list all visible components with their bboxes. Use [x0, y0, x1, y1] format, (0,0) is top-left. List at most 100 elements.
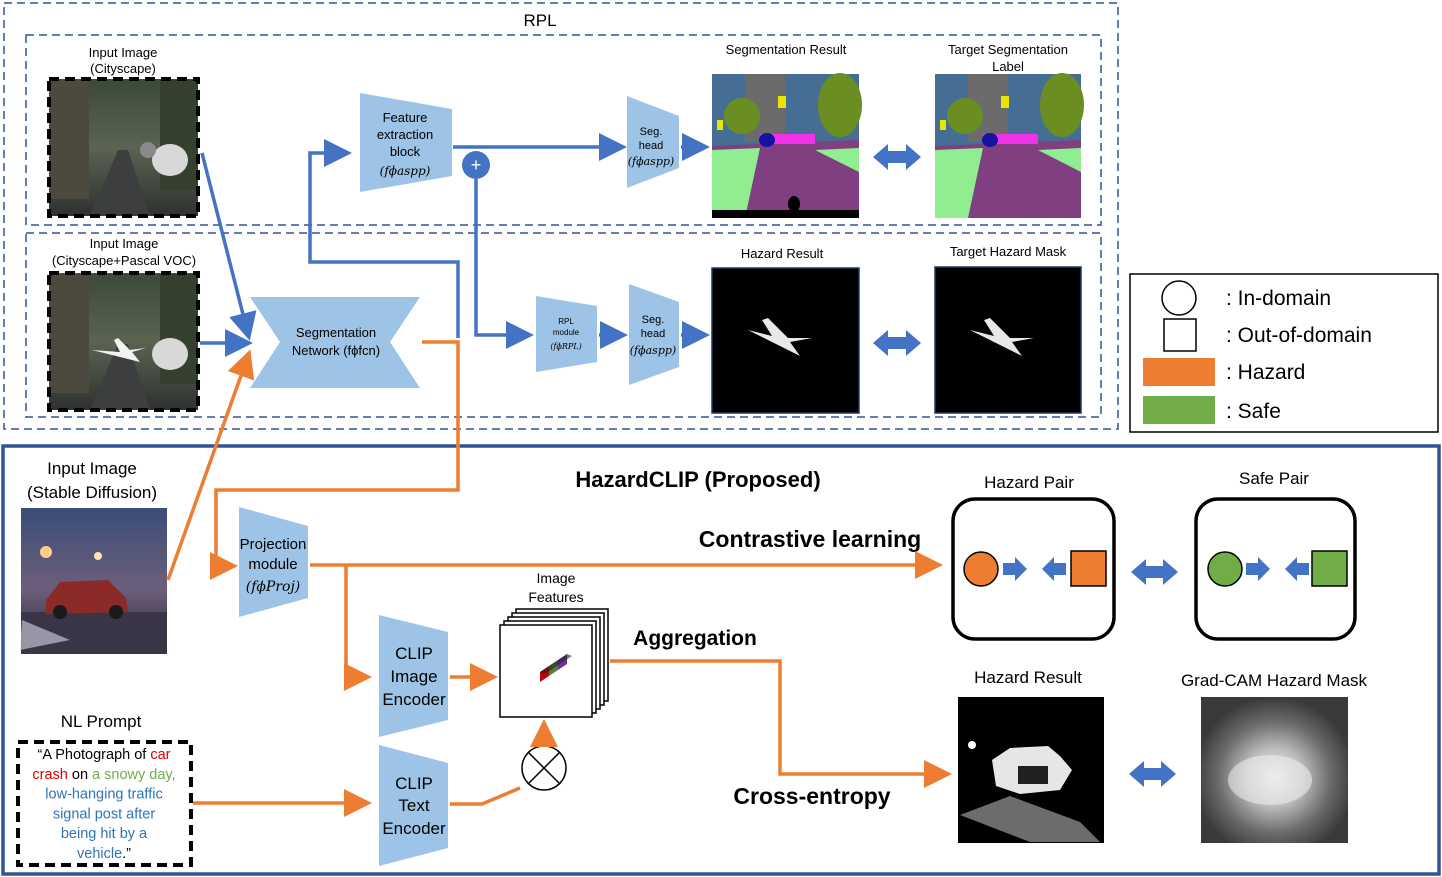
input-image-cityscape-voc: [47, 271, 200, 412]
target-hazard-mask-image: [934, 266, 1082, 414]
rpl-module: [536, 296, 597, 372]
safe-pair-square: [1311, 550, 1348, 587]
seg-head-top: [627, 96, 679, 188]
nl-prompt-segment: being hit by a: [61, 826, 148, 842]
input1-label-line2: (Cityscape): [90, 61, 156, 76]
segmentation-result-image: [712, 73, 862, 218]
input-image-cityscape: [47, 77, 200, 218]
legend: : In-domain : Out-of-domain : Hazard : S…: [1129, 273, 1439, 433]
nl-prompt-segment: crash: [32, 767, 67, 783]
image-features-line1: Image: [537, 570, 576, 586]
nl-prompt-segment: on: [68, 767, 92, 783]
nl-prompt-text: “A Photograph of car crash on a snowy day…: [32, 747, 175, 862]
rpl-module-line1: RPL: [558, 317, 574, 326]
nl-prompt-segment: car: [150, 747, 170, 763]
nl-prompt-segment: a snowy day,: [92, 767, 176, 783]
feature-block-line2: extraction: [377, 127, 433, 142]
compare-arrow-hazard: [873, 330, 921, 356]
seg-head-bottom-line2: head: [641, 328, 665, 340]
gradcam-hazard-mask-image: [1201, 697, 1348, 843]
hazardclip-section: HazardCLIP (Proposed) Input Image (Stabl…: [1, 340, 1441, 876]
nl-prompt-segment: signal post after: [53, 806, 156, 822]
input-image-stable-diffusion: [20, 508, 167, 654]
clip-image-line2: Image: [390, 667, 437, 686]
legend-circle-icon: [1161, 280, 1197, 316]
legend-hazard-label: : Hazard: [1226, 361, 1305, 384]
rpl-section: RPL Input Image (Cityscape) Input Image …: [3, 2, 1119, 430]
safe-pair-arrow-right: [1246, 557, 1270, 581]
hazard-pair-arrow-left: [1042, 557, 1066, 581]
clip-image-line1: CLIP: [395, 644, 433, 663]
legend-safe-label: : Safe: [1226, 400, 1281, 423]
nl-prompt-segment: .”: [122, 846, 131, 862]
seg-head-bottom-line3: (fϕaspp): [630, 344, 676, 357]
compare-arrow-seg: [873, 144, 921, 170]
hazard-pair-arrow-right: [1003, 557, 1027, 581]
result-compare-arrow: [1129, 761, 1176, 787]
hazard-pair-label: Hazard Pair: [984, 473, 1074, 492]
projection-line3: (fϕProj): [246, 579, 301, 595]
nl-prompt-label: NL Prompt: [61, 712, 142, 731]
rpl-bottom-frame: [25, 232, 1102, 418]
aggregation-label: Aggregation: [633, 627, 757, 650]
projection-line2: module: [248, 556, 297, 573]
rpl-outer-frame: [3, 2, 1119, 430]
hazard-pair-box: [951, 497, 1116, 641]
nl-prompt-line: vehicle.”: [77, 846, 131, 862]
safe-pair-arrow-left: [1285, 557, 1309, 581]
contrastive-label: Contrastive learning: [699, 526, 921, 552]
hazardclip-orange-connections: [166, 340, 952, 817]
sd-input-label-line1: Input Image: [47, 459, 137, 478]
seg-head-top-line1: Seg.: [640, 126, 663, 138]
rpl-hazard-result-image: [711, 267, 860, 414]
clip-image-line3: Encoder: [382, 690, 446, 709]
clip-text-line3: Encoder: [382, 819, 446, 838]
safe-pair-label: Safe Pair: [1239, 469, 1309, 488]
hazard-pair-square: [1070, 550, 1107, 587]
seg-head-bottom: [629, 284, 679, 385]
feature-block-line1: Feature: [383, 110, 428, 125]
feature-block-line3: block: [390, 144, 421, 159]
rpl-module-line3: (fϕRPL): [550, 342, 581, 351]
target-seg-label-line2: Label: [992, 59, 1024, 74]
legend-indomain-label: : In-domain: [1226, 287, 1331, 310]
nl-prompt-line: crash on a snowy day,: [32, 767, 175, 783]
clip-image-encoder: [379, 615, 448, 737]
target-seg-label-line1: Target Segmentation: [948, 42, 1068, 57]
seg-network-line2: Network (fϕfcn): [292, 343, 380, 358]
target-hazard-mask-label: Target Hazard Mask: [950, 244, 1067, 259]
seg-network-line1: Segmentation: [296, 325, 376, 340]
feature-cube-icon: [540, 654, 572, 682]
input2-label-line2: (Cityscape+Pascal VOC): [52, 253, 196, 268]
rpl-module-line2: module: [553, 328, 580, 337]
input2-label-line1: Input Image: [90, 236, 159, 251]
legend-outdomain-label: : Out-of-domain: [1226, 324, 1372, 347]
seg-result-label: Segmentation Result: [726, 42, 847, 57]
safe-pair-box: [1194, 497, 1357, 641]
nl-prompt-box: [16, 740, 193, 867]
projection-line1: Projection: [240, 536, 307, 553]
plus-icon: +: [471, 155, 482, 175]
feature-block-line4: (fϕaspp): [380, 164, 431, 178]
nl-prompt-line: signal post after: [53, 806, 156, 822]
nl-prompt-line: “A Photograph of car: [37, 747, 170, 763]
projection-module: [239, 507, 308, 617]
nl-prompt-line: low-hanging traffic: [45, 787, 162, 803]
rpl-blue-connections: [200, 133, 710, 357]
legend-safe-swatch: [1143, 396, 1215, 424]
gradcam-label: Grad-CAM Hazard Mask: [1181, 671, 1368, 690]
pair-compare-arrow: [1131, 559, 1178, 585]
plus-node: [462, 151, 490, 179]
input1-label-line1: Input Image: [89, 45, 158, 60]
feature-extraction-block: [360, 93, 452, 192]
rpl-title: RPL: [523, 11, 556, 30]
rpl-hazard-result-label: Hazard Result: [741, 246, 824, 261]
legend-square-icon: [1163, 318, 1197, 352]
segmentation-network: [250, 297, 420, 388]
seg-head-top-line3: (fϕaspp): [628, 155, 674, 168]
safe-pair-circle: [1207, 551, 1243, 587]
cross-entropy-label: Cross-entropy: [733, 783, 890, 809]
clip-text-line1: CLIP: [395, 774, 433, 793]
clip-hazard-result-image: [958, 697, 1104, 843]
